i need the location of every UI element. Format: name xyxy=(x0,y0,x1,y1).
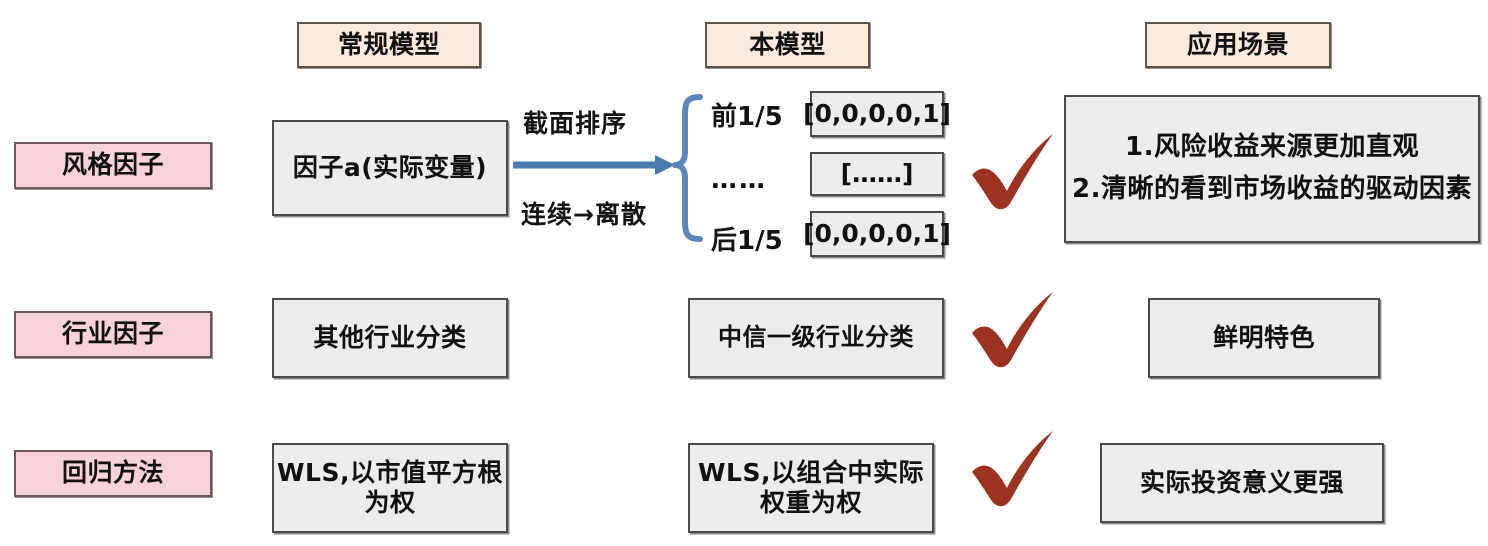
row-label-industry-factor-text: 行业因子 xyxy=(61,319,164,349)
row-label-style-factor: 风格因子 xyxy=(14,142,212,189)
transform-label-bottom: 连续→离散 xyxy=(521,200,647,229)
this-model-regression-box: WLS,以组合中实际 权重为权 xyxy=(688,443,934,533)
vector-box-middle-text: [……] xyxy=(840,158,914,188)
check-mark-icon-row3 xyxy=(972,431,1053,507)
conventional-style-factor-text: 因子a(实际变量) xyxy=(292,152,488,182)
bucket-tag-top: 前1/5 xyxy=(711,101,783,132)
header-this-model: 本模型 xyxy=(705,22,870,68)
application-industry-factor-text: 鲜明特色 xyxy=(1212,322,1315,352)
vector-box-bottom-text: [0,0,0,0,1] xyxy=(803,218,951,248)
row-label-industry-factor: 行业因子 xyxy=(14,311,212,358)
curly-brace-icon xyxy=(672,94,703,242)
conventional-style-factor-box: 因子a(实际变量) xyxy=(272,120,508,216)
conventional-regression-box: WLS,以市值平方根 为权 xyxy=(272,443,508,533)
bucket-tag-bottom: 后1/5 xyxy=(711,225,783,256)
conventional-regression-line-1: WLS,以市值平方根 xyxy=(276,457,503,487)
header-this-model-label: 本模型 xyxy=(749,29,826,59)
vector-box-bottom: [0,0,0,0,1] xyxy=(803,211,951,257)
application-regression-text: 实际投资意义更强 xyxy=(1139,467,1344,497)
row-label-regression-method: 回归方法 xyxy=(14,450,212,497)
bucket-tag-middle: …… xyxy=(711,165,767,195)
vector-box-top-text: [0,0,0,0,1] xyxy=(803,98,951,128)
vector-box-middle: [……] xyxy=(810,152,944,196)
vector-box-top: [0,0,0,0,1] xyxy=(803,91,951,137)
this-model-industry-factor-text: 中信一级行业分类 xyxy=(718,323,914,352)
header-conventional-model: 常规模型 xyxy=(297,22,481,68)
header-application-scenario-label: 应用场景 xyxy=(1186,29,1289,59)
application-line-1: 1.风险收益来源更加直观 xyxy=(1125,132,1419,163)
check-mark-icon-row1 xyxy=(972,134,1053,210)
row-label-style-factor-text: 风格因子 xyxy=(61,150,164,180)
header-conventional-model-label: 常规模型 xyxy=(337,29,440,59)
this-model-regression-line-2: 权重为权 xyxy=(759,488,862,517)
right-arrow-icon xyxy=(513,155,675,175)
application-line-2: 2.清晰的看到市场收益的驱动因素 xyxy=(1072,174,1472,204)
application-regression-box: 实际投资意义更强 xyxy=(1100,443,1384,523)
transform-label-top: 截面排序 xyxy=(523,109,628,138)
application-style-factor-box: 1.风险收益来源更加直观 2.清晰的看到市场收益的驱动因素 xyxy=(1064,95,1480,243)
this-model-industry-factor-box: 中信一级行业分类 xyxy=(688,298,944,378)
row-label-regression-method-text: 回归方法 xyxy=(61,458,164,488)
conventional-industry-factor-box: 其他行业分类 xyxy=(272,298,508,378)
check-mark-icon-row2 xyxy=(972,292,1053,368)
header-application-scenario: 应用场景 xyxy=(1145,22,1331,68)
conventional-industry-factor-text: 其他行业分类 xyxy=(313,322,467,352)
this-model-regression-line-1: WLS,以组合中实际 xyxy=(697,457,924,487)
application-industry-factor-box: 鲜明特色 xyxy=(1148,298,1380,378)
conventional-regression-line-2: 为权 xyxy=(364,488,416,517)
